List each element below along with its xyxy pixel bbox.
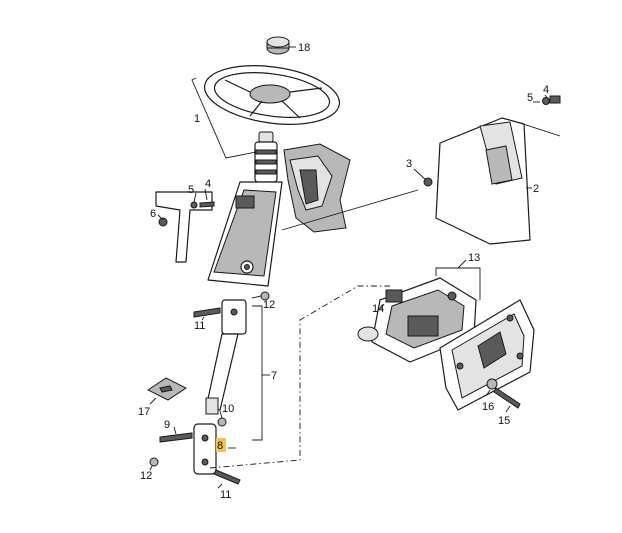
callout-17: 17 [138,406,150,418]
steering-wheel [203,65,341,125]
steering-valve-unit [357,277,477,363]
lower-universal-joint [149,417,241,485]
callout-15: 15 [498,415,510,427]
left-mounting-bracket [155,191,215,263]
callout-6: 6 [150,208,156,220]
callout-12-lower: 12 [140,470,152,482]
steering-column-upper [207,131,283,287]
callout-13: 13 [468,252,480,264]
callout-5-upper: 5 [527,92,533,104]
callout-9: 9 [164,419,170,431]
intermediate-shaft [205,333,239,415]
callout-14: 14 [372,303,384,315]
callout-5-left: 5 [188,184,194,196]
steering-cover-shroud [423,95,561,245]
callout-2: 2 [533,183,539,195]
callout-7: 7 [271,370,277,382]
callout-1: 1 [194,113,200,125]
steering-cap [266,36,290,55]
callout-8-highlight [216,438,226,452]
callout-3: 3 [406,158,412,170]
callout-4-upper: 4 [543,84,549,96]
dashboard-cover [283,143,351,233]
callout-18: 18 [298,42,310,54]
mounting-plate [439,299,535,411]
callout-8: 8 [217,440,223,452]
callout-11-upper: 11 [194,320,205,332]
callout-11-lower: 11 [220,489,231,501]
callout-4-left: 4 [205,178,211,190]
callout-16: 16 [482,401,494,413]
callout-12-upper: 12 [263,299,275,311]
spacer-plate [147,377,187,401]
callout-10: 10 [222,403,234,415]
